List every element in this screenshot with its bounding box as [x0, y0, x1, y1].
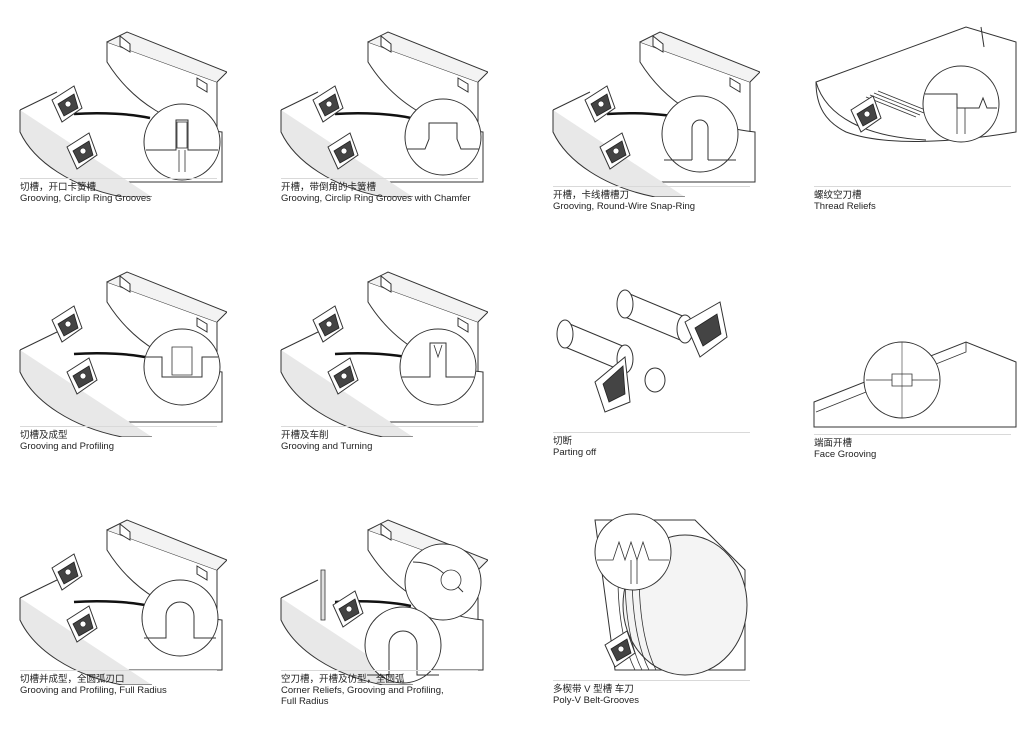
divider — [281, 670, 478, 671]
caption-en: Grooving and Profiling — [20, 441, 114, 452]
parting-off-icon — [545, 262, 760, 437]
catalog-item: 空刀槽，开槽及仿型，全圆弧 Corner Reliefs, Grooving a… — [273, 510, 488, 740]
divider — [281, 178, 478, 179]
catalog-item: 切断 Parting off — [545, 262, 760, 492]
caption-en: Parting off — [553, 447, 597, 458]
caption-zh: 开槽，卡线槽槽刀 — [553, 190, 630, 201]
groove-chamfer-icon — [273, 22, 488, 197]
item-caption: 切断 Parting off — [553, 436, 596, 458]
item-caption: 切槽及成型 Grooving and Profiling — [20, 430, 114, 452]
catalog-item: 螺纹空刀槽 Thread Reliefs — [806, 22, 1021, 252]
catalog-item: 开槽及车削 Grooving and Turning — [273, 262, 488, 492]
caption-en: Face Grooving — [814, 449, 877, 460]
caption-zh: 切槽及成型 — [20, 430, 68, 441]
caption-zh: 空刀槽，开槽及仿型，全圆弧 — [281, 674, 405, 685]
catalog-item: 端面开槽 Face Grooving — [806, 262, 1021, 492]
item-caption: 空刀槽，开槽及仿型，全圆弧 Corner Reliefs, Grooving a… — [281, 674, 461, 707]
caption-en: Thread Reliefs — [814, 201, 876, 212]
caption-zh: 螺纹空刀槽 — [814, 190, 862, 201]
divider — [281, 426, 478, 427]
caption-en: Grooving and Turning — [281, 441, 373, 452]
groove-roundwire-icon — [545, 22, 760, 197]
catalog-item: 开槽，带倒角的卡簧槽 Grooving, Circlip Ring Groove… — [273, 22, 488, 252]
item-caption: 切槽，开口卡簧槽 Grooving, Circlip Ring Grooves — [20, 182, 151, 204]
caption-zh: 切断 — [553, 436, 573, 447]
thread-relief-icon — [806, 22, 1021, 197]
caption-en: Grooving, Circlip Ring Grooves with Cham… — [281, 193, 471, 204]
caption-zh: 开槽及车削 — [281, 430, 329, 441]
catalog-item: 多楔带 V 型槽 车刀 Poly-V Belt-Grooves — [545, 510, 760, 740]
item-caption: 切槽并成型，全圆弧刃口 Grooving and Profiling, Full… — [20, 674, 167, 696]
caption-zh: 切槽并成型，全圆弧刃口 — [20, 674, 125, 685]
caption-zh: 开槽，带倒角的卡簧槽 — [281, 182, 377, 193]
caption-en: Grooving, Round-Wire Snap-Ring — [553, 201, 696, 212]
poly-v-icon — [545, 510, 760, 685]
divider — [20, 178, 217, 179]
catalog-item: 切槽及成型 Grooving and Profiling — [12, 262, 227, 492]
divider — [553, 186, 750, 187]
face-groove-icon — [806, 262, 1021, 437]
divider — [20, 426, 217, 427]
catalog-item: 开槽，卡线槽槽刀 Grooving, Round-Wire Snap-Ring — [545, 22, 760, 252]
caption-zh: 端面开槽 — [814, 438, 853, 449]
divider — [553, 432, 750, 433]
divider — [553, 680, 750, 681]
item-caption: 螺纹空刀槽 Thread Reliefs — [814, 190, 876, 212]
caption-en: Corner Reliefs, Grooving and Profiling, … — [281, 685, 444, 707]
item-caption: 开槽，卡线槽槽刀 Grooving, Round-Wire Snap-Ring — [553, 190, 695, 212]
item-caption: 开槽及车削 Grooving and Turning — [281, 430, 372, 452]
divider — [20, 670, 217, 671]
caption-en: Grooving and Profiling, Full Radius — [20, 685, 167, 696]
caption-zh: 切槽，开口卡簧槽 — [20, 182, 97, 193]
caption-zh: 多楔带 V 型槽 车刀 — [553, 684, 634, 695]
caption-en: Grooving, Circlip Ring Grooves — [20, 193, 151, 204]
divider — [814, 186, 1011, 187]
corner-relief-icon — [273, 510, 488, 685]
groove-profile-icon — [12, 262, 227, 437]
caption-en: Poly-V Belt-Grooves — [553, 695, 640, 706]
full-radius-icon — [12, 510, 227, 685]
catalog-item: 切槽并成型，全圆弧刃口 Grooving and Profiling, Full… — [12, 510, 227, 740]
groove-circlip-icon — [12, 22, 227, 197]
groove-turning-icon — [273, 262, 488, 437]
item-caption: 多楔带 V 型槽 车刀 Poly-V Belt-Grooves — [553, 684, 639, 706]
item-caption: 端面开槽 Face Grooving — [814, 438, 876, 460]
catalog-item: 切槽，开口卡簧槽 Grooving, Circlip Ring Grooves — [12, 22, 227, 252]
item-caption: 开槽，带倒角的卡簧槽 Grooving, Circlip Ring Groove… — [281, 182, 471, 204]
divider — [814, 434, 1011, 435]
